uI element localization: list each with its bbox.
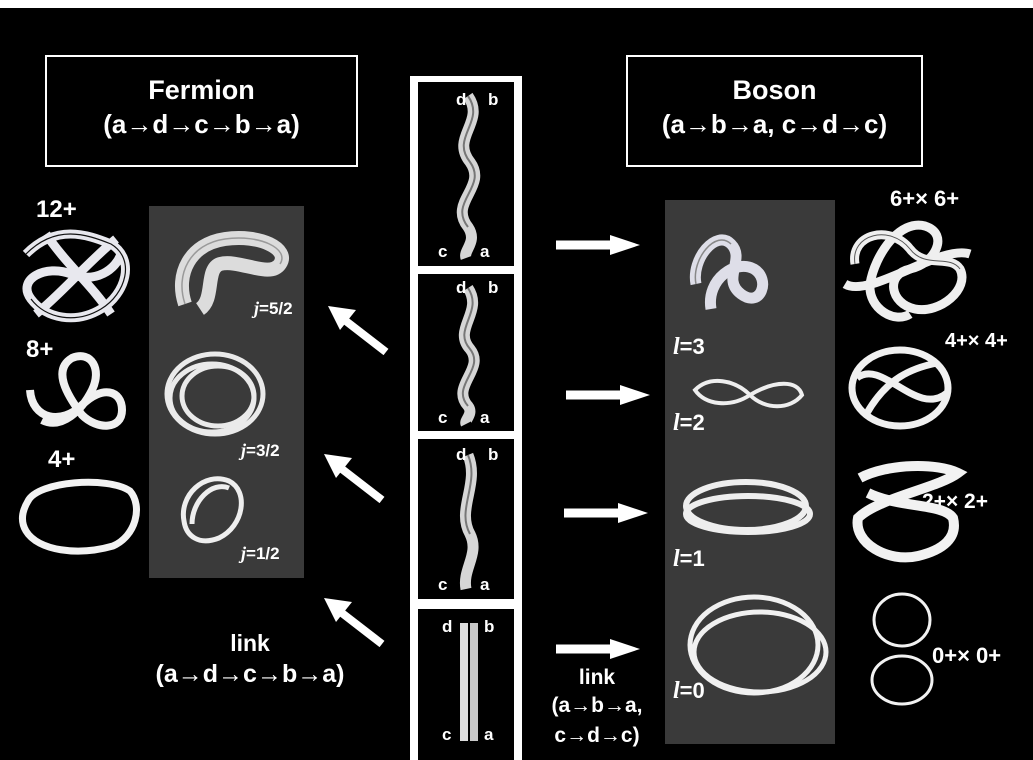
fermion-link-word: link <box>230 630 270 656</box>
boson-title: Boson <box>732 75 817 105</box>
knot-label-8: 8+ <box>26 336 54 363</box>
boson-path: (a→b→a, c→d→c) <box>661 109 888 139</box>
j-value: =1/2 <box>246 544 280 563</box>
boson-link-line1: (a→b→a, <box>551 694 643 717</box>
knot-label-6x6: 6+× 6+ <box>890 186 960 211</box>
boson-title-box: Boson (a→b→a, c→d→c) <box>626 55 923 167</box>
arrow-to-boson-1 <box>556 235 640 255</box>
braid-cell: d b c a <box>418 609 514 760</box>
knot-4x4-drawing <box>848 346 952 430</box>
knot-4-drawing <box>18 478 140 555</box>
l-label-0: l=0 <box>673 678 705 705</box>
boson-ribbon-l0 <box>687 594 829 696</box>
j-label-1-2: j=1/2 <box>241 543 280 564</box>
corner-label-bottom-left: c <box>438 242 448 261</box>
j-symbol: j <box>254 298 260 318</box>
arrow-to-boson-2 <box>566 385 650 405</box>
corner-label-bottom-right: a <box>480 242 490 261</box>
l-symbol: l <box>673 678 680 704</box>
braid-cell: d b c a <box>418 274 514 431</box>
boson-ribbon-l2 <box>692 378 805 409</box>
corner-label-top-right: b <box>484 617 495 636</box>
boson-link-line2: c→d→c) <box>554 724 640 747</box>
corner-label-bottom-right: a <box>480 575 490 594</box>
fermion-title: Fermion <box>148 75 255 105</box>
knot-12-drawing <box>22 229 130 323</box>
j-symbol: j <box>241 440 247 460</box>
braid-twisted-ribbon <box>457 284 480 427</box>
boson-link-label: link (a→b→a, c→d→c) <box>532 665 662 751</box>
braid-twisted-ribbon <box>456 92 481 260</box>
corner-label-top-left: d <box>456 445 467 464</box>
knot-8-drawing <box>26 352 127 430</box>
l-symbol: l <box>673 410 680 436</box>
boson-ribbon-l1 <box>683 479 813 535</box>
fermion-path: (a→d→c→b→a) <box>103 109 300 139</box>
l-symbol: l <box>673 334 680 360</box>
braid-strip-column: d b c a d b c a <box>410 76 522 760</box>
corner-label-top-right: b <box>488 90 499 109</box>
boson-ribbon-l3 <box>689 234 769 310</box>
l-symbol: l <box>673 546 680 572</box>
corner-label-top-left: d <box>442 617 453 636</box>
l-value: =1 <box>679 546 705 571</box>
l-label-3: l=3 <box>673 334 705 361</box>
top-border <box>0 0 1033 8</box>
j-value: =3/2 <box>246 441 280 460</box>
fermion-title-box: Fermion (a→d→c→b→a) <box>45 55 358 167</box>
l-label-2: l=2 <box>673 410 705 437</box>
fermion-link-path: (a→d→c→b→a) <box>155 660 345 688</box>
corner-label-top-right: b <box>488 278 499 297</box>
fermion-link-label: link (a→d→c→b→a) <box>130 628 370 690</box>
corner-label-top-right: b <box>488 445 499 464</box>
l-label-1: l=1 <box>673 546 705 573</box>
j-label-5-2: j=5/2 <box>254 298 293 319</box>
arrow-to-fermion-1 <box>328 306 389 356</box>
braid-twisted-ribbon <box>459 452 479 591</box>
braid-straight-ribbons <box>460 623 478 741</box>
boson-link-word: link <box>578 666 616 689</box>
l-value: =2 <box>679 410 705 435</box>
corner-label-bottom-left: c <box>438 408 448 427</box>
corner-label-top-left: d <box>456 278 467 297</box>
j-value: =5/2 <box>259 299 293 318</box>
knot-label-4x4: 4+× 4+ <box>945 330 1008 352</box>
corner-label-top-left: d <box>456 90 467 109</box>
fermion-ribbon-3-2 <box>164 351 266 437</box>
knot-0x0-drawing <box>870 592 934 706</box>
corner-label-bottom-right: a <box>484 725 494 744</box>
arrow-to-boson-4 <box>556 639 640 659</box>
knot-2x2-drawing <box>852 461 968 563</box>
arrow-to-boson-3 <box>564 503 648 523</box>
corner-label-bottom-right: a <box>480 408 490 427</box>
fermion-ribbon-5-2 <box>174 231 289 315</box>
fermion-ribbon-1-2 <box>180 476 244 544</box>
j-symbol: j <box>241 543 247 563</box>
j-label-3-2: j=3/2 <box>241 440 280 461</box>
corner-label-bottom-left: c <box>438 575 448 594</box>
corner-label-bottom-left: c <box>442 725 452 744</box>
knot-label-0x0: 0+× 0+ <box>932 643 1002 668</box>
knot-6x6-drawing <box>842 220 972 322</box>
knot-label-4: 4+ <box>48 446 76 473</box>
arrow-to-fermion-3 <box>324 598 385 648</box>
l-value: =0 <box>679 678 705 703</box>
l-value: =3 <box>679 334 705 359</box>
braid-cell: d b c a <box>418 82 514 266</box>
knot-label-12: 12+ <box>36 196 77 223</box>
braid-cell: d b c a <box>418 439 514 599</box>
arrow-to-fermion-2 <box>324 454 385 504</box>
